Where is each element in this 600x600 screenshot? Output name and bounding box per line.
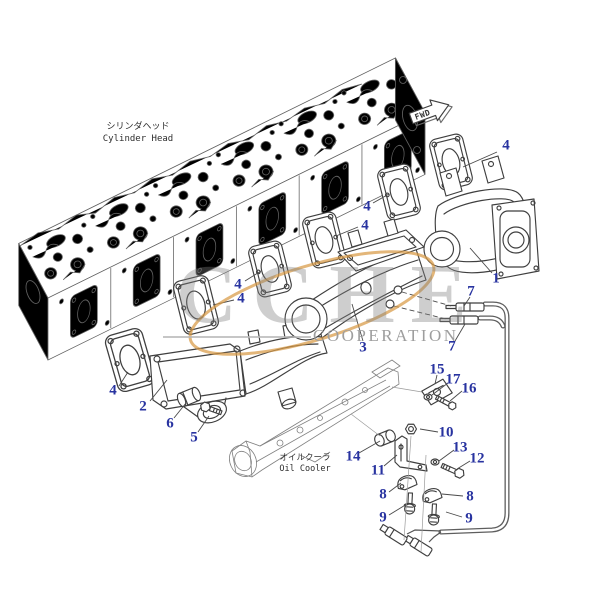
- cylinder-head-label: シリンダヘッド Cylinder Head: [98, 121, 178, 145]
- part-callout-10: 10: [438, 424, 454, 441]
- bolt-part12: [440, 462, 465, 479]
- part-callout-11: 11: [370, 462, 386, 479]
- part-callout-5: 5: [190, 429, 198, 446]
- plug-part6: [176, 386, 202, 408]
- clamp-part8: [395, 473, 419, 492]
- bolt-part16: [434, 395, 457, 411]
- part-callout-12: 12: [469, 450, 485, 467]
- gasket: [171, 273, 221, 337]
- part-callout-6: 6: [166, 415, 174, 432]
- hardware-parts: [176, 378, 465, 526]
- temperature-sensor: [445, 302, 485, 312]
- part-callout-1: 1: [492, 270, 500, 287]
- part-callout-7: 7: [467, 283, 475, 300]
- manifold-rear-section: [423, 155, 540, 280]
- part-callout-8: 8: [466, 488, 474, 505]
- manifold-front-section: [149, 323, 328, 424]
- temperature-sensor: [439, 315, 479, 325]
- harness-connector: [403, 533, 434, 558]
- part-callout-9: 9: [379, 509, 387, 526]
- bolt-part9: [427, 503, 441, 526]
- bracket-part11: [394, 435, 428, 472]
- part-callout-4: 4: [363, 198, 371, 215]
- part-callout-4: 4: [234, 276, 242, 293]
- cylinder-head-label-jp: シリンダヘッド: [106, 122, 170, 132]
- part-callout-4: 4: [237, 290, 245, 307]
- part-callout-9: 9: [465, 510, 473, 527]
- part-callout-15: 15: [429, 361, 445, 378]
- manifold-center-section: [284, 218, 427, 341]
- washer-part17: [423, 393, 433, 401]
- nut-part10: [404, 423, 418, 435]
- part-callout-2: 2: [139, 398, 147, 415]
- cylinder-head-label-en: Cylinder Head: [102, 134, 174, 145]
- part-callout-17: 17: [445, 371, 461, 388]
- part-callout-14: 14: [345, 448, 361, 465]
- bushing-part14: [374, 429, 396, 447]
- part-callout-4: 4: [109, 382, 117, 399]
- part-callout-16: 16: [461, 380, 477, 397]
- gasket: [246, 239, 294, 299]
- leader-lines: [118, 151, 498, 518]
- bolt-part5: [200, 401, 223, 416]
- fwd-direction-arrow: FWD: [408, 99, 453, 127]
- part-callout-4: 4: [361, 217, 369, 234]
- watermark-swoosh: [188, 250, 436, 356]
- watermark-line: [163, 336, 311, 338]
- oil-cooler-label-jp: オイルクーラ: [279, 453, 331, 463]
- harness-connector: [378, 522, 409, 547]
- part-callout-4: 4: [502, 137, 510, 154]
- part-callout-3: 3: [359, 339, 367, 356]
- part-callout-8: 8: [379, 486, 387, 503]
- sensor-harness: [378, 301, 510, 558]
- washer-part13: [430, 458, 440, 466]
- part-callout-7: 7: [448, 338, 456, 355]
- part-callout-13: 13: [452, 439, 468, 456]
- watermark-subtitle: COOPERATION: [313, 326, 459, 345]
- assembly-axis-lines: [350, 386, 427, 553]
- oil-cooler-sketch: [229, 359, 401, 478]
- oil-cooler-label-en: Oil Cooler: [279, 464, 331, 475]
- cylinder-head-block: [18, 57, 426, 361]
